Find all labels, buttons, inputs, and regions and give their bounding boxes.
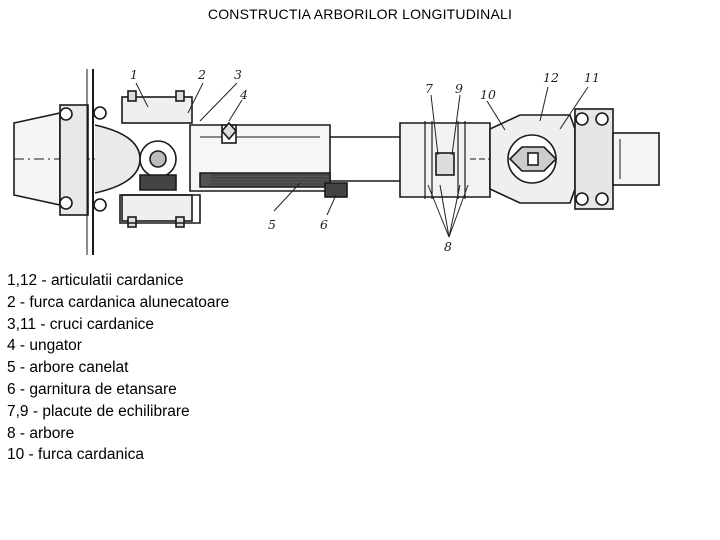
left-flange-cone <box>13 69 120 255</box>
callout-9: 9 <box>455 81 463 96</box>
legend-item: 7,9 - placute de echilibrare <box>7 402 190 420</box>
left-universal-joint <box>94 90 201 228</box>
page-title: CONSTRUCTIA ARBORILOR LONGITUDINALI <box>207 6 513 22</box>
legend-item: 10 - furca cardanica <box>7 446 144 464</box>
callout-5: 5 <box>268 217 276 232</box>
callout-10: 10 <box>480 87 496 102</box>
tube-shaft <box>399 121 491 199</box>
cardan-shaft-diagram: 1 2 3 4 5 6 7 9 10 8 12 11 <box>0 55 720 260</box>
legend-item: 1,12 - articulatii cardanice <box>7 272 184 289</box>
callout-2: 2 <box>197 67 206 82</box>
right-universal-joint <box>489 108 660 210</box>
callout-12: 12 <box>543 70 559 85</box>
slip-yoke-and-splined-shaft <box>189 121 400 198</box>
legend-item: 4 - ungator <box>7 337 82 355</box>
parts-legend: 1,12 - articulatii cardanice 2 - furca c… <box>7 270 229 466</box>
callout-3: 3 <box>234 67 242 82</box>
legend-item: 5 - arbore canelat <box>7 359 129 377</box>
callout-11: 11 <box>584 70 600 85</box>
legend-item: 8 - arbore <box>7 424 75 442</box>
callout-8: 8 <box>444 239 452 254</box>
callout-7: 7 <box>425 81 433 96</box>
callout-4: 4 <box>239 87 248 102</box>
callout-1: 1 <box>130 67 138 82</box>
legend-item: 2 - furca cardanica alunecatoare <box>7 293 230 311</box>
callout-6: 6 <box>320 217 328 232</box>
legend-item: 6 - garnitura de etansare <box>7 380 177 398</box>
legend-item: 3,11 - cruci cardanice <box>7 315 155 333</box>
